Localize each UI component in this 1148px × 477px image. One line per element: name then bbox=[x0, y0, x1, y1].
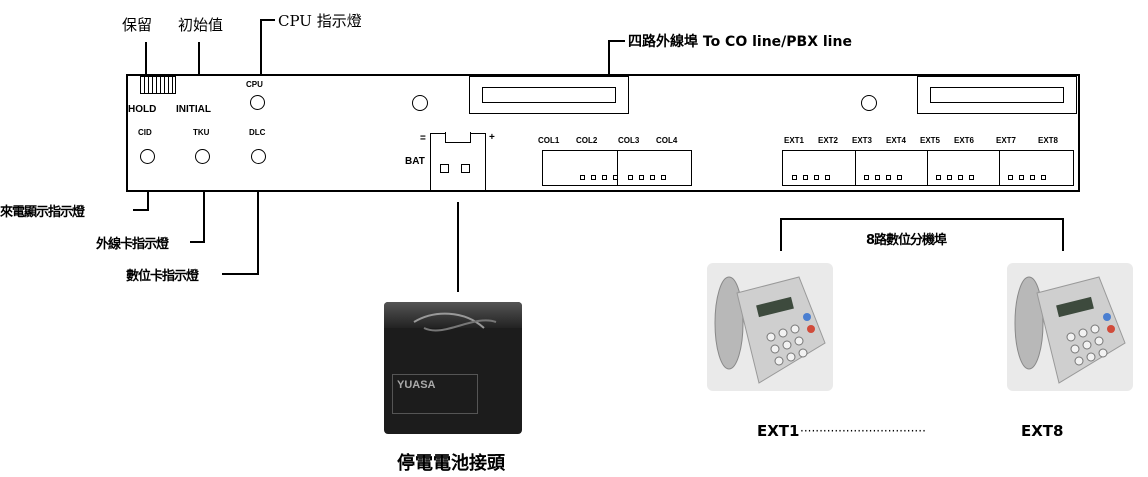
ext-last-label: EXT8 bbox=[1021, 422, 1064, 440]
ext-port-label-5: EXT5 bbox=[920, 136, 941, 145]
co-port-label-4: COL4 bbox=[656, 136, 678, 145]
battery-connector[interactable] bbox=[430, 132, 486, 191]
ext-port-label-6: EXT6 bbox=[954, 136, 975, 145]
digital-card-indicator-label: 數位卡指示燈 bbox=[126, 269, 199, 284]
co-port-label-3: COL3 bbox=[618, 136, 640, 145]
ext-dots: ································· bbox=[800, 424, 926, 438]
caller-id-indicator-label: 來電顯示指示燈 bbox=[0, 205, 85, 220]
trunk-card-indicator-label: 外線卡指示燈 bbox=[96, 237, 169, 252]
ext-port-label-3: EXT3 bbox=[852, 136, 873, 145]
battery-caption: 停電電池接頭 bbox=[397, 453, 505, 474]
bat-minus: = bbox=[420, 133, 426, 144]
co-line-port-label: 四路外線埠 To CO line/PBX line bbox=[628, 34, 852, 50]
extension-jack[interactable] bbox=[782, 150, 1074, 186]
battery-brand: YUASA bbox=[392, 374, 478, 414]
ext-port-label-4: EXT4 bbox=[886, 136, 907, 145]
phone-ext1 bbox=[707, 263, 833, 391]
co-line-jack[interactable] bbox=[542, 150, 692, 186]
ext-port-label-1: EXT1 bbox=[784, 136, 805, 145]
bat-label: BAT bbox=[405, 156, 425, 167]
bat-plus: + bbox=[489, 132, 495, 143]
ext-port-label-7: EXT7 bbox=[996, 136, 1017, 145]
dlc-led bbox=[251, 149, 266, 164]
co-port-label-1: COL1 bbox=[538, 136, 560, 145]
battery-photo: YUASA bbox=[384, 302, 522, 434]
mounting-hole bbox=[412, 95, 428, 111]
ext-port-label-2: EXT2 bbox=[818, 136, 839, 145]
reserved-label: 保留 bbox=[122, 16, 153, 34]
co-port-label-2: COL2 bbox=[576, 136, 598, 145]
cid-led bbox=[140, 149, 155, 164]
ext-first-label: EXT1 bbox=[757, 422, 800, 440]
phone-ext8 bbox=[1007, 263, 1133, 391]
card-slot bbox=[917, 76, 1077, 114]
cid-led-label: CID bbox=[138, 128, 152, 137]
cpu-led bbox=[250, 95, 265, 110]
card-slot bbox=[469, 76, 629, 114]
tku-led bbox=[195, 149, 210, 164]
mounting-hole bbox=[861, 95, 877, 111]
phone-icon bbox=[1014, 276, 1126, 384]
initial-label: INITIAL bbox=[176, 104, 211, 115]
digital-ext-ports-label: 8路數位分機埠 bbox=[866, 233, 947, 248]
cpu-indicator-label: CPU 指示燈 bbox=[278, 12, 362, 30]
dlc-led-label: DLC bbox=[249, 128, 266, 137]
dip-switch[interactable] bbox=[140, 76, 176, 94]
tku-led-label: TKU bbox=[193, 128, 210, 137]
phone-icon bbox=[714, 276, 826, 384]
hold-label: HOLD bbox=[128, 104, 157, 115]
cpu-led-label: CPU bbox=[246, 80, 263, 89]
ext-port-label-8: EXT8 bbox=[1038, 136, 1059, 145]
initial-value-label: 初始值 bbox=[178, 16, 224, 34]
